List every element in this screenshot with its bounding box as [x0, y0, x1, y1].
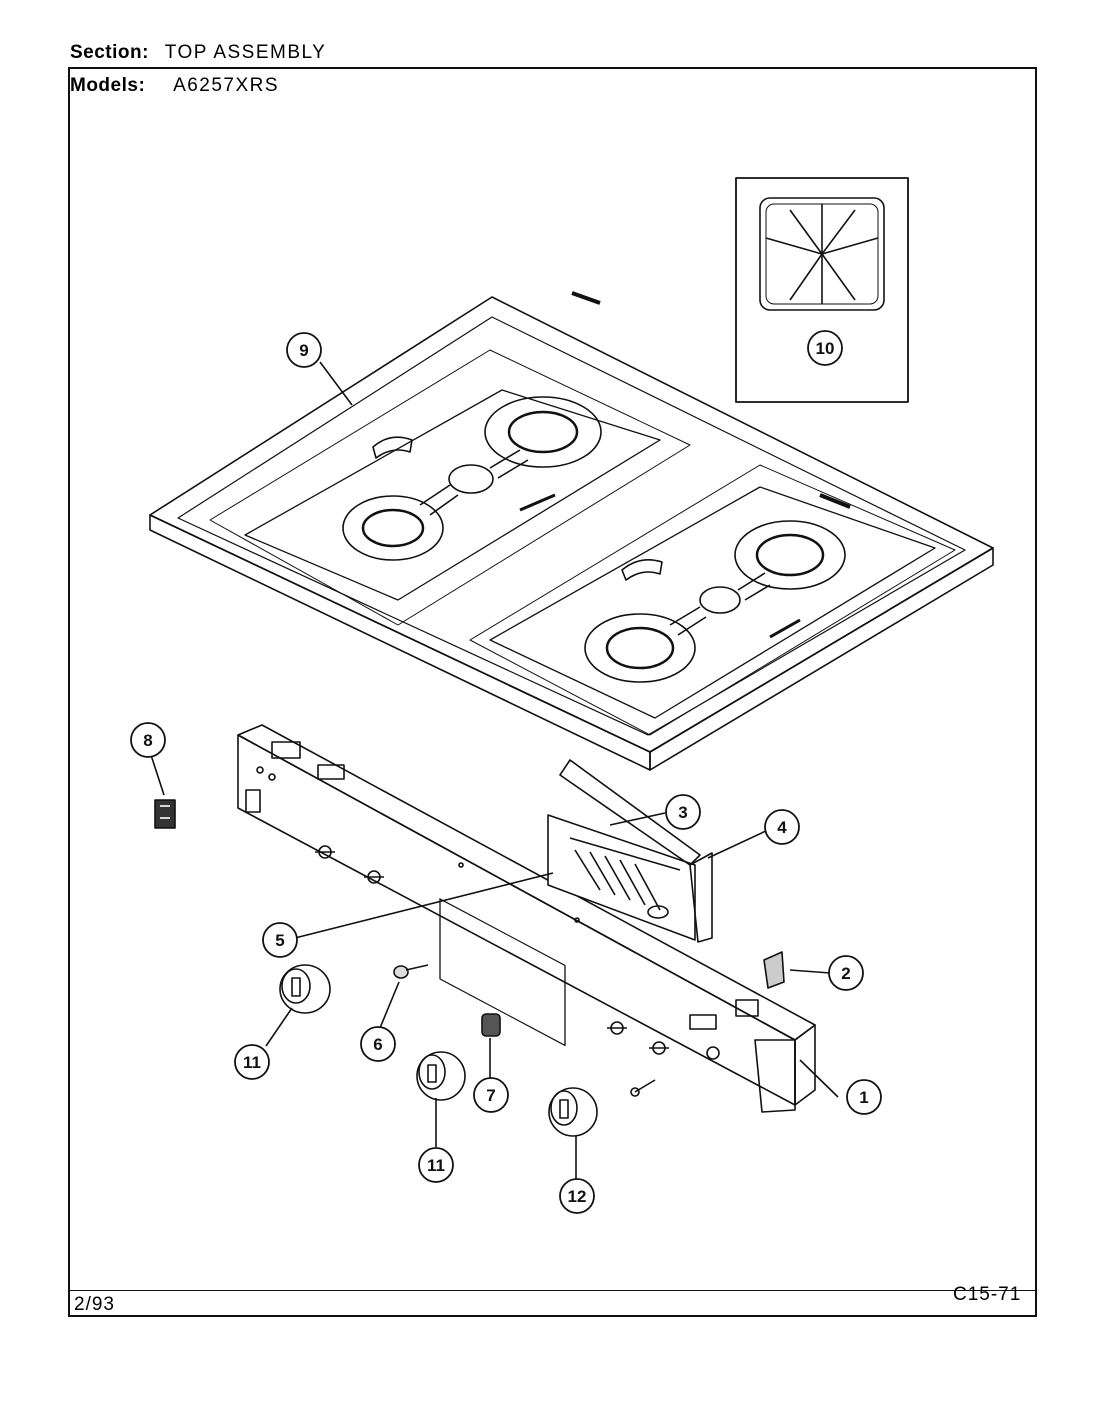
- callout-3: 3: [665, 794, 701, 830]
- callout-label: 4: [777, 818, 787, 837]
- knob-right-12: [548, 1087, 598, 1137]
- models-value: A6257XRS: [173, 75, 280, 96]
- callout-4: 4: [764, 809, 800, 845]
- callout-label: 6: [373, 1035, 382, 1054]
- footer-page-code: C15-71: [953, 1284, 1022, 1305]
- screw-part-6: [393, 964, 429, 979]
- models-header: Models: A6257XRS: [70, 75, 279, 97]
- section-label: Section:: [70, 42, 149, 63]
- callout-2: 2: [828, 955, 864, 991]
- callout-label: 1: [859, 1088, 868, 1107]
- section-value: TOP ASSEMBLY: [164, 42, 327, 63]
- callout-label: 7: [486, 1086, 495, 1105]
- knob-spacer-part-7: [481, 1013, 501, 1037]
- cooktop-drawing: [149, 291, 994, 771]
- callout-label: 10: [816, 339, 835, 358]
- screw-small: [630, 1079, 656, 1097]
- callout-7: 7: [473, 1077, 509, 1113]
- bracket-assembly-drawing: [547, 759, 713, 943]
- callout-1: 1: [846, 1079, 882, 1115]
- knob-middle-11: [416, 1051, 466, 1101]
- callout-label: 9: [299, 341, 308, 360]
- grate-inset: [735, 177, 909, 403]
- callout-11: 11: [418, 1147, 454, 1183]
- callout-5: 5: [262, 922, 298, 958]
- callout-label: 8: [143, 731, 152, 750]
- control-panel-drawing: [237, 724, 816, 1113]
- callout-label: 5: [275, 931, 284, 950]
- models-label: Models:: [70, 75, 146, 96]
- diagram-frame: [68, 67, 1037, 1317]
- callout-label: 11: [427, 1156, 445, 1175]
- footer-date: 2/93: [74, 1294, 115, 1315]
- knob-left-11: [279, 964, 331, 1014]
- callout-8: 8: [130, 722, 166, 758]
- callout-label: 11: [243, 1053, 261, 1072]
- callout-6: 6: [360, 1026, 396, 1062]
- footer-divider: [68, 1290, 1037, 1291]
- section-header: Section: TOP ASSEMBLY: [70, 42, 326, 64]
- switch-part-8: [154, 799, 176, 829]
- callout-10: 10: [807, 330, 843, 366]
- callout-9: 9: [286, 332, 322, 368]
- callout-label: 2: [841, 964, 850, 983]
- callout-12: 12: [559, 1178, 595, 1214]
- callout-label: 12: [568, 1187, 587, 1206]
- callout-11: 11: [234, 1044, 270, 1080]
- clip-part-2: [763, 951, 785, 989]
- callout-label: 3: [678, 803, 687, 822]
